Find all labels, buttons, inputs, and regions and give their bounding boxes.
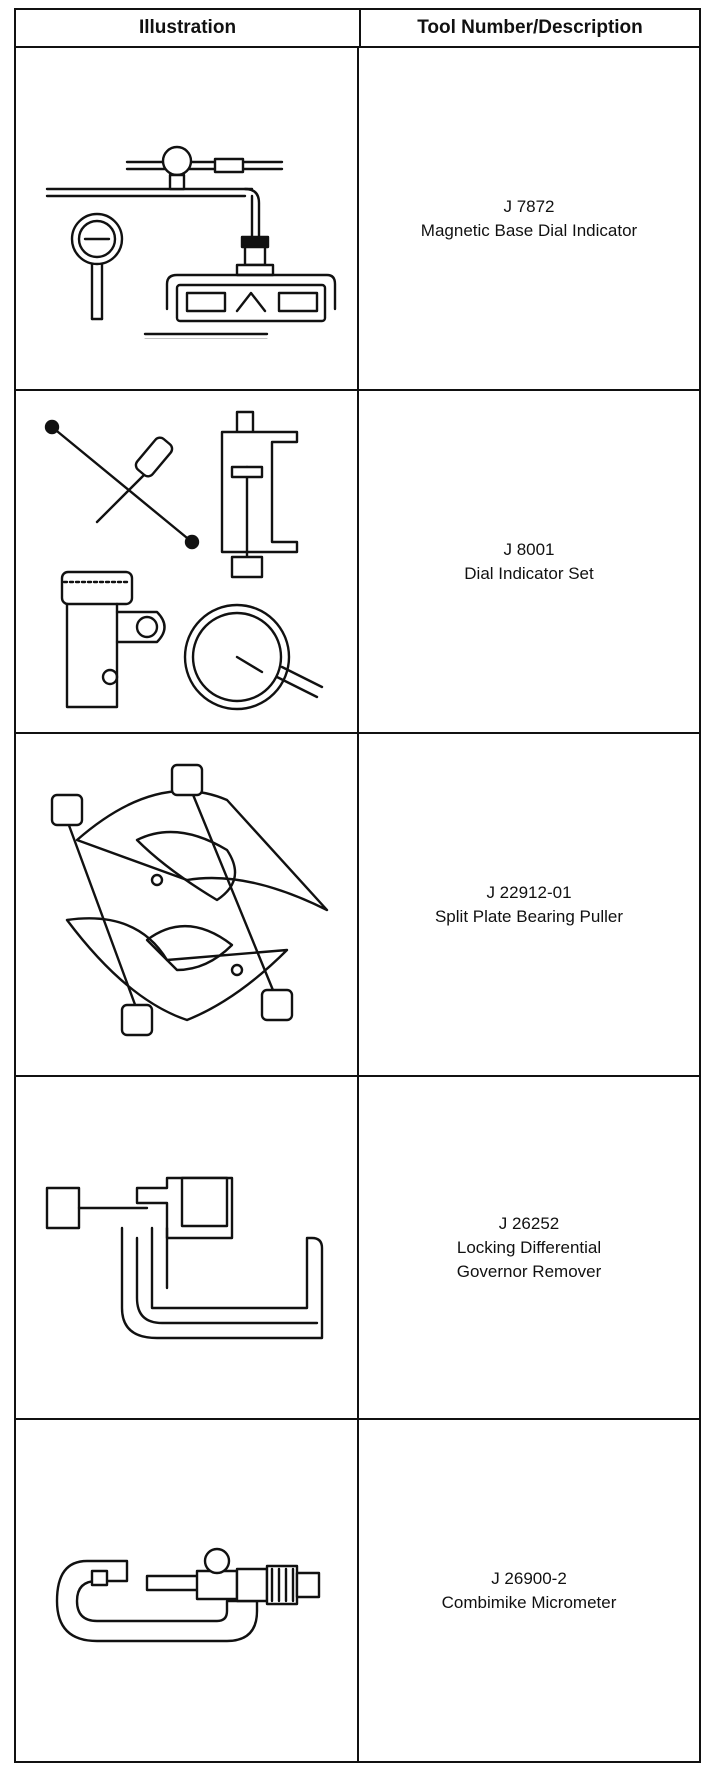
tool-number: J 8001	[503, 539, 555, 559]
tool-description-line-2: Governor Remover	[456, 1261, 602, 1281]
table-header: Illustration Tool Number/Description	[16, 10, 699, 48]
magnetic-base-dial-indicator-icon	[45, 145, 336, 339]
header-illustration: Illustration	[16, 10, 361, 46]
illustration-cell	[16, 1420, 359, 1761]
tool-description: Dial Indicator Set	[464, 563, 594, 583]
header-tool-number: Tool Number/Description	[417, 17, 643, 38]
description-cell: J 26252 Locking Differential Governor Re…	[359, 1077, 699, 1418]
table-row: J 26252 Locking Differential Governor Re…	[16, 1077, 699, 1420]
tool-description: Split Plate Bearing Puller	[434, 906, 624, 926]
table-row: J 26900-2 Combimike Micrometer	[16, 1420, 699, 1761]
illustration-cell	[16, 48, 359, 389]
tool-description: Combimike Micrometer	[441, 1592, 617, 1612]
table-row: J 22912-01 Split Plate Bearing Puller	[16, 734, 699, 1077]
table-row: J 7872 Magnetic Base Dial Indicator	[16, 48, 699, 391]
governor-remover-icon	[45, 1176, 323, 1339]
tool-table: Illustration Tool Number/Description	[14, 8, 701, 1763]
tool-number: J 26252	[498, 1213, 560, 1233]
tool-number: J 26900-2	[491, 1568, 567, 1588]
description-cell: J 22912-01 Split Plate Bearing Puller	[359, 734, 699, 1075]
illustration-cell	[16, 1077, 359, 1418]
tool-number: J 22912-01	[486, 882, 572, 902]
description-cell: J 8001 Dial Indicator Set	[359, 391, 699, 732]
dial-indicator-set-icon	[44, 410, 323, 710]
tool-number: J 7872	[503, 196, 555, 216]
tool-description: Locking Differential	[456, 1237, 602, 1257]
table-row: J 8001 Dial Indicator Set	[16, 391, 699, 734]
tool-description: Magnetic Base Dial Indicator	[420, 220, 638, 240]
description-cell: J 26900-2 Combimike Micrometer	[359, 1420, 699, 1761]
split-plate-bearing-puller-icon	[50, 763, 328, 1036]
illustration-cell	[16, 734, 359, 1075]
description-cell: J 7872 Magnetic Base Dial Indicator	[359, 48, 699, 389]
illustration-cell	[16, 391, 359, 732]
micrometer-icon	[55, 1547, 320, 1642]
